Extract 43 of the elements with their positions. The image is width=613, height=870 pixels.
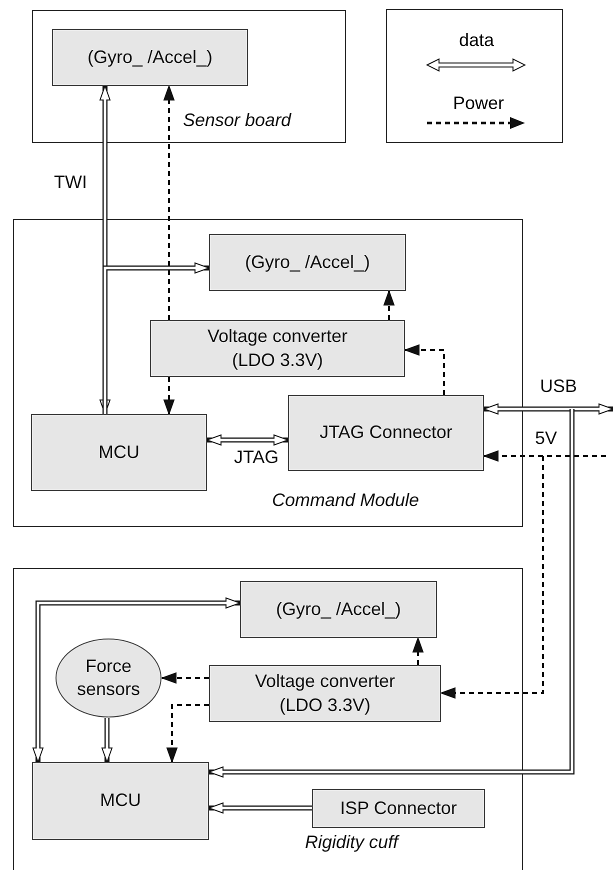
data-arrow bbox=[484, 404, 613, 414]
group-frame bbox=[32, 10, 346, 143]
component-box bbox=[52, 29, 248, 86]
node-label: (Gyro_ /Accel_) bbox=[244, 250, 370, 274]
data-arrow bbox=[206, 434, 288, 446]
sensor-ellipse bbox=[55, 638, 162, 718]
group-frame bbox=[13, 568, 523, 870]
power-arrow bbox=[164, 377, 174, 414]
data-arrow bbox=[32, 598, 240, 762]
component-box bbox=[150, 320, 405, 377]
power-arrow bbox=[484, 450, 606, 462]
node-label: ISP Connector bbox=[340, 796, 457, 820]
legend-label: Power bbox=[453, 93, 504, 114]
component-box bbox=[240, 581, 437, 638]
group-title: Rigidity cuff bbox=[305, 832, 398, 853]
legend-label: data bbox=[459, 30, 494, 51]
node-label: (Gyro_ /Accel_) bbox=[87, 46, 213, 69]
power-arrow bbox=[166, 704, 209, 762]
node-label: Voltage converter (LDO 3.3V) bbox=[254, 670, 396, 717]
component-box bbox=[31, 414, 207, 491]
group-frame bbox=[13, 219, 523, 527]
component-box bbox=[312, 789, 485, 828]
node-label: JTAG Connector bbox=[320, 421, 452, 444]
data-arrow bbox=[208, 409, 574, 778]
power-arrow bbox=[440, 456, 544, 698]
component-box bbox=[288, 395, 484, 471]
node-label: MCU bbox=[98, 440, 140, 464]
component-box bbox=[209, 234, 406, 291]
data-arrow bbox=[102, 718, 112, 762]
power-arrow bbox=[162, 672, 209, 684]
node-label: (Gyro_ /Accel_) bbox=[276, 598, 402, 621]
component-box bbox=[209, 665, 441, 722]
component-box bbox=[32, 762, 209, 840]
node-label: MCU bbox=[100, 789, 141, 812]
node-label: Voltage converter (LDO 3.3V) bbox=[206, 325, 349, 372]
group-title: Command Module bbox=[272, 490, 420, 511]
node-label: Force sensors bbox=[76, 654, 142, 701]
power-arrow bbox=[412, 638, 424, 665]
power-arrow bbox=[404, 344, 445, 395]
power-arrow bbox=[164, 86, 174, 320]
power-arrow bbox=[384, 290, 394, 320]
group-title: Sensor board bbox=[183, 110, 292, 131]
data-arrow bbox=[208, 802, 312, 814]
